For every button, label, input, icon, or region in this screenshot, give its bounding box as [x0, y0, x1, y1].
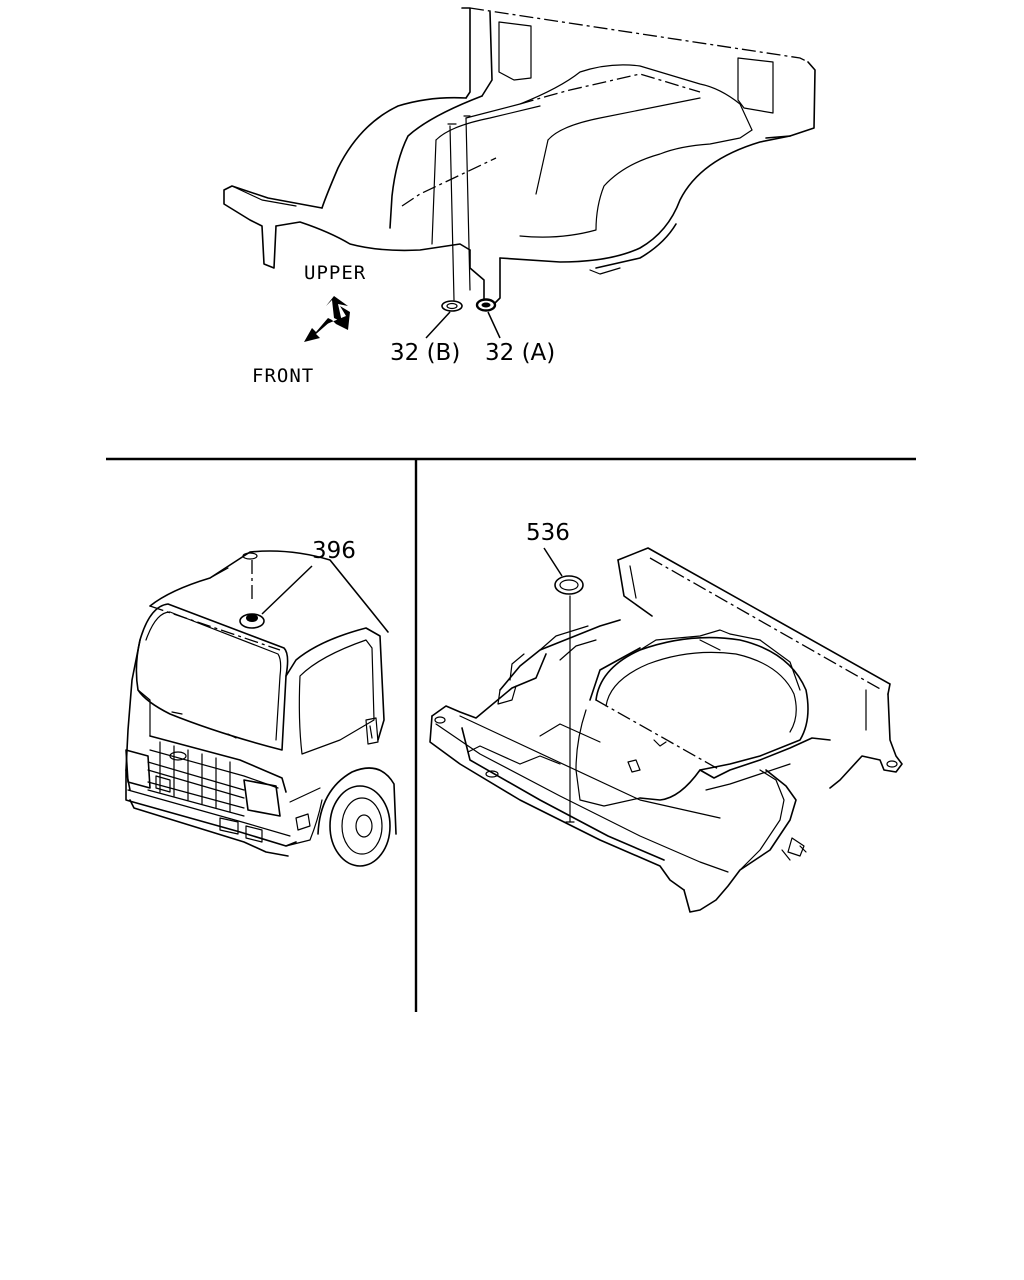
front-direction-label: FRONT — [252, 365, 314, 387]
oval-plug-icon — [554, 575, 584, 595]
plug-grommet-icon — [441, 300, 463, 312]
upper-direction-label: UPPER — [304, 262, 366, 284]
floor-rear-view: UPPER FRONT 32 (B) 32 (A) — [223, 7, 816, 387]
callout-396: 396 — [312, 538, 356, 564]
floor-panel-view: 536 — [429, 520, 903, 913]
callout-32a: 32 (A) — [485, 340, 555, 366]
callout-32b: 32 (B) — [390, 340, 460, 366]
direction-arrows-icon — [304, 296, 350, 342]
roof-grommet-icon — [239, 613, 265, 629]
plug-grommet-icon — [475, 298, 497, 312]
callout-536: 536 — [526, 520, 570, 546]
cab-exterior-view: 396 — [125, 538, 397, 867]
